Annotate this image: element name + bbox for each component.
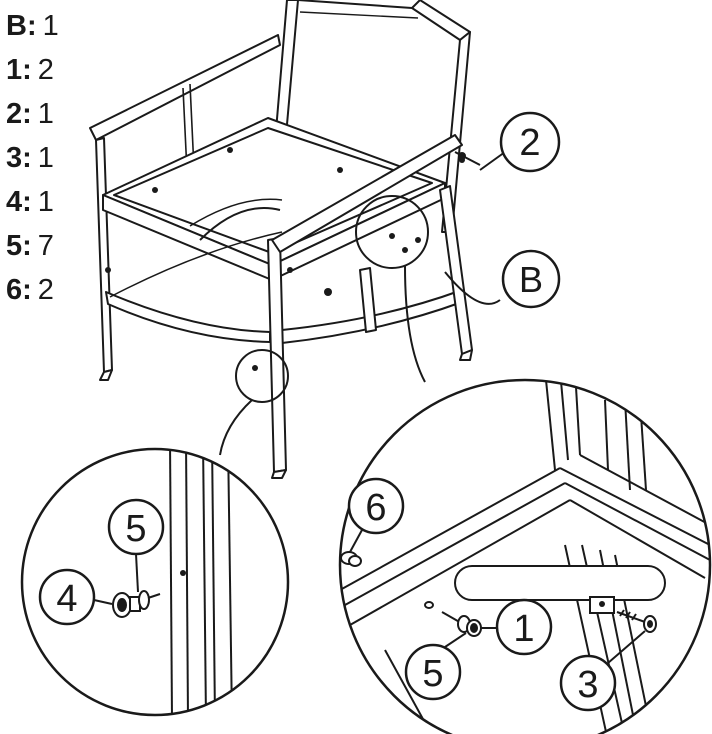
chair-frame — [89, 0, 473, 479]
part-qty: 1 — [37, 98, 54, 130]
callout-right-5: 5 — [404, 643, 462, 701]
part-qty: 1 — [42, 10, 59, 42]
detail-leader-lines — [219, 151, 506, 456]
callout-label: 4 — [56, 578, 77, 620]
callout-label: 6 — [365, 487, 386, 529]
parts-list-row-5: 5:7 — [6, 226, 106, 270]
parts-list-row-3: 3:1 — [6, 138, 106, 182]
part-qty: 2 — [37, 274, 54, 306]
callout-right-1: 1 — [495, 598, 553, 656]
parts-list: B:1 1:2 2:1 3:1 4:1 5:7 6:2 — [6, 6, 106, 314]
callout-label: 2 — [519, 122, 540, 164]
parts-list-row-b: B:1 — [6, 6, 106, 50]
part-key: 1: — [6, 54, 32, 86]
detail-view-right: 6 1 5 3 — [338, 378, 712, 734]
callout-left-4: 4 — [38, 568, 96, 626]
chair-seat-frame — [102, 117, 446, 281]
callout-label: 3 — [577, 664, 598, 706]
bolt-icon — [454, 151, 481, 166]
screw-hole — [180, 570, 186, 576]
part-qty: 1 — [37, 142, 54, 174]
part-key: 2: — [6, 98, 32, 130]
callout-label: 1 — [513, 608, 534, 650]
part-key: 5: — [6, 230, 32, 262]
detail-marker-left — [235, 349, 289, 403]
callout-label: 5 — [125, 508, 146, 550]
parts-list-row-1: 1:2 — [6, 50, 106, 94]
knob-bolt-icon — [112, 590, 161, 618]
cap-nut-icon — [340, 551, 362, 567]
callout-right-3: 3 — [559, 654, 617, 712]
screw-icon — [616, 609, 657, 633]
callout-label: 5 — [422, 653, 443, 695]
detail-view-left: 5 4 — [20, 447, 290, 717]
chair-right-armrest — [271, 134, 473, 361]
chair-seat-crossbar — [199, 207, 281, 241]
support-bar — [454, 565, 666, 601]
part-qty: 1 — [37, 186, 54, 218]
callout-left-5: 5 — [107, 498, 165, 556]
chair-rear-leg — [359, 267, 377, 333]
parts-list-row-2: 2:1 — [6, 94, 106, 138]
detail-marker-right — [355, 195, 429, 269]
callout-2: 2 — [499, 111, 561, 173]
part-key: 4: — [6, 186, 32, 218]
part-qty: 2 — [37, 54, 54, 86]
callout-label: B — [519, 259, 543, 300]
part-key: 3: — [6, 142, 32, 174]
callout-b: B — [501, 249, 561, 309]
part-qty: 7 — [37, 230, 54, 262]
parts-list-row-6: 6:2 — [6, 270, 106, 314]
bolt-washer-icon — [441, 611, 482, 637]
parts-list-row-4: 4:1 — [6, 182, 106, 226]
part-key: B: — [6, 10, 37, 42]
part-key: 6: — [6, 274, 32, 306]
callout-right-6: 6 — [347, 477, 405, 535]
